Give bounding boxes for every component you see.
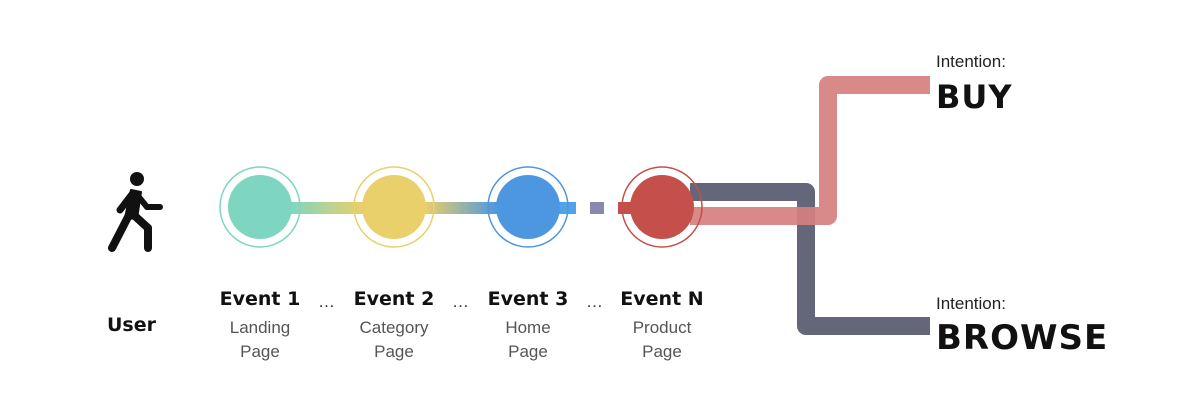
connector-3-out bbox=[558, 202, 576, 214]
event-3-line2: Page bbox=[508, 342, 548, 361]
walking-person-icon bbox=[108, 172, 163, 252]
event-node-n bbox=[621, 166, 703, 248]
event-1-line1: Landing bbox=[229, 318, 291, 337]
buy-intention-value: BUY bbox=[936, 78, 1013, 116]
browse-path bbox=[690, 183, 930, 335]
event-n-title: Event N bbox=[620, 288, 704, 310]
event-3-line1: Home bbox=[505, 318, 551, 337]
event-node-1 bbox=[219, 166, 301, 248]
separator-2: … bbox=[452, 292, 469, 311]
event-3-title: Event 3 bbox=[487, 288, 569, 310]
browse-intention-value: BROWSE bbox=[936, 318, 1109, 358]
event-n-line2: Page bbox=[642, 342, 682, 361]
connector-2-3 bbox=[424, 202, 498, 214]
event-2-line1: Category bbox=[359, 318, 429, 337]
connector-1-2 bbox=[290, 202, 364, 214]
event-1-line2: Page bbox=[240, 342, 280, 361]
event-node-3 bbox=[487, 166, 569, 248]
event-node-2 bbox=[353, 166, 435, 248]
event-n-line1: Product bbox=[632, 318, 692, 337]
separator-1: … bbox=[318, 292, 335, 311]
separator-3: … bbox=[586, 292, 603, 311]
event-2-line2: Page bbox=[374, 342, 414, 361]
user-label: User bbox=[107, 314, 156, 336]
connector-mid bbox=[590, 202, 604, 214]
buy-path bbox=[690, 76, 930, 225]
event-2-title: Event 2 bbox=[353, 288, 435, 310]
browse-intention-label: Intention: bbox=[936, 294, 1006, 313]
event-1-title: Event 1 bbox=[219, 288, 301, 310]
buy-intention-label: Intention: bbox=[936, 52, 1006, 71]
